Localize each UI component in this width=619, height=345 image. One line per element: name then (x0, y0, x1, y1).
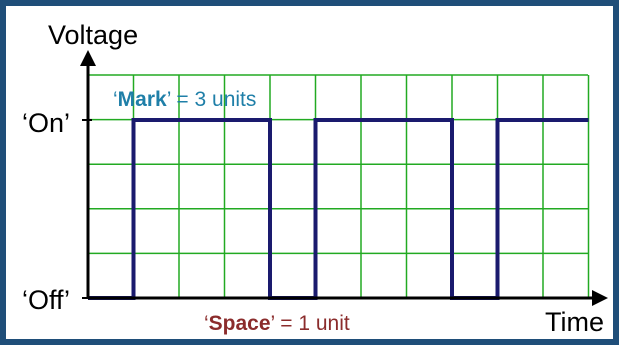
mark-annotation-term: Mark (118, 88, 167, 111)
mark-annotation: ‘Mark’ = 3 units (113, 88, 256, 111)
space-annotation-prefix: ‘ (204, 312, 209, 335)
y-axis-arrow-icon (80, 50, 96, 66)
mark-annotation-suffix: ’ = 3 units (167, 88, 257, 111)
y-axis-label: Voltage (48, 20, 138, 50)
signal-waveform (88, 118, 589, 300)
space-annotation-term: Space (209, 312, 271, 335)
level-off-label: ‘Off’ (22, 285, 70, 315)
space-annotation: ‘Space’ = 1 unit (204, 312, 350, 335)
x-axis-label: Time (545, 307, 604, 337)
space-annotation-suffix: ’ = 1 unit (271, 312, 350, 335)
level-on-label: ‘On’ (22, 108, 70, 138)
x-axis-arrow-icon (592, 290, 608, 306)
mark-annotation-prefix: ‘ (113, 88, 118, 111)
